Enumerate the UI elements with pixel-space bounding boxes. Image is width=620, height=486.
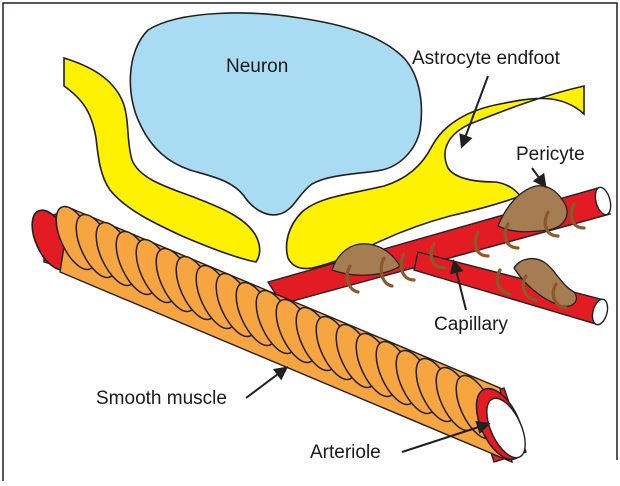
label-smooth-muscle: Smooth muscle: [96, 388, 227, 409]
label-pericyte: Pericyte: [516, 144, 585, 165]
arrow-pericyte: [532, 168, 545, 186]
label-arteriole: Arteriole: [310, 442, 381, 463]
label-astrocyte-endfoot: Astrocyte endfoot: [412, 48, 561, 69]
neuron-cell: [130, 13, 421, 215]
label-neuron: Neuron: [226, 56, 288, 77]
arrow-smooth-muscle: [246, 368, 286, 398]
label-capillary: Capillary: [434, 314, 508, 335]
